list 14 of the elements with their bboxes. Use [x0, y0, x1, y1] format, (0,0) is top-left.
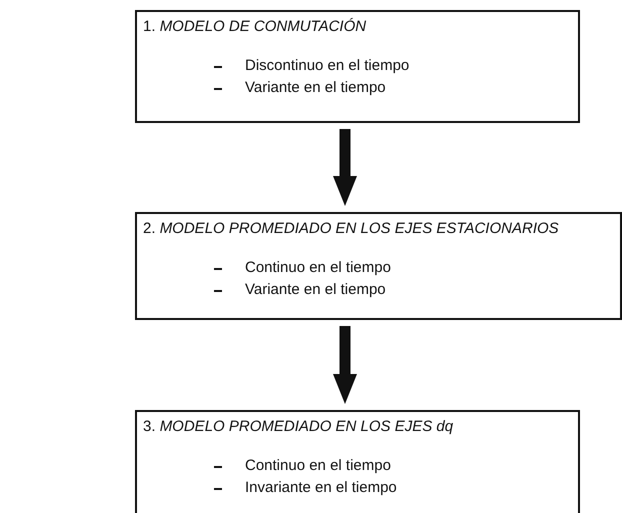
model-box: [135, 410, 580, 513]
list-item: Continuo en el tiempo: [245, 259, 391, 276]
arrow: [333, 326, 357, 404]
list-item: Discontinuo en el tiempo: [245, 57, 410, 74]
arrow: [333, 129, 357, 206]
model-heading: 3. MODELO PROMEDIADO EN LOS EJES dq: [143, 418, 454, 435]
list-item: Continuo en el tiempo: [245, 457, 391, 474]
list-item: Variante en el tiempo: [245, 281, 386, 298]
model-heading: 1. MODELO DE CONMUTACIÓN: [143, 18, 366, 35]
list-item: Invariante en el tiempo: [245, 479, 397, 496]
model-box: [135, 10, 580, 123]
list-item: Variante en el tiempo: [245, 79, 386, 96]
model-heading: 2. MODELO PROMEDIADO EN LOS EJES ESTACIONARIOS: [143, 220, 559, 237]
model-box: [135, 212, 622, 320]
